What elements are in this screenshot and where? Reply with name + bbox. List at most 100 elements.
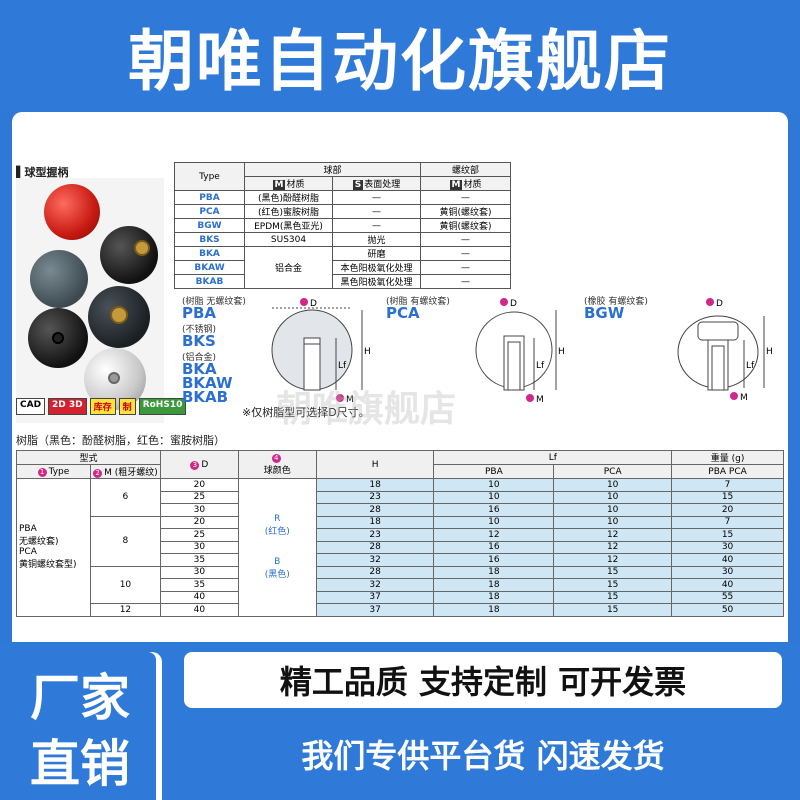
dims-m-cell: 8 [89, 515, 161, 567]
store-title: 朝唯自动化旗舰店 [128, 23, 672, 100]
dims-h-cell: 32 [315, 553, 435, 567]
dims-header-lf-pba: PBA [433, 464, 555, 479]
dims-weight-cell: 40 [671, 553, 784, 567]
svg-text:H: H [558, 347, 565, 357]
dims-d-cell: 20 [159, 515, 239, 529]
dims-lf-pca-cell: 10 [553, 478, 673, 492]
store-banner: 朝唯自动化旗舰店 [0, 0, 800, 112]
diagram-resin-insert: (树脂 有螺纹套) PCA H Lf D M [386, 297, 565, 404]
dims-header-weight: 重量 (g) [671, 450, 784, 465]
dims-d-cell: 40 [159, 603, 239, 617]
knob-drawing-1: H Lf D M [271, 298, 371, 404]
red-ball-image [44, 184, 100, 240]
svg-text:H: H [364, 347, 371, 357]
dims-lf-pca-cell: 15 [553, 590, 673, 604]
svg-text:Lf: Lf [536, 361, 545, 371]
promo-footer: 厂家 直销 精工品质 支持定制 可开发票 我们专供平台货 闪速发货 [0, 642, 800, 800]
black-ball-image [28, 308, 88, 368]
grey-ball-image [30, 250, 88, 308]
spec-row: BKA 铝合金 研磨 — [174, 246, 511, 289]
dims-lf-pba-cell: 16 [433, 553, 555, 567]
badge-line-1: 厂家 [30, 669, 130, 727]
stock-tag: 库存 [89, 398, 116, 415]
svg-text:H: H [766, 347, 773, 357]
spec-header-thread: 螺纹部 [420, 162, 511, 177]
dims-lf-pba-cell: 16 [433, 540, 555, 554]
catalog-panel: ▌球型握柄 CAD 2D 3D 库存 制 RoHS10 [12, 112, 788, 642]
resin-title: 树脂（黑色：酚醛树脂，红色：蜜胺树脂） [16, 434, 225, 447]
diagram-resin-no-insert: (树脂 无螺纹套) PBA (不锈钢) BKS (铝合金) BKA BKAW B… [182, 294, 378, 405]
slogan-shipping: 我们专供平台货 闪速发货 [301, 737, 665, 775]
dims-color-cell: R (红色) B (黑色) [237, 478, 317, 617]
dims-lf-pba-cell: 10 [433, 515, 555, 529]
dims-weight-cell: 7 [671, 478, 784, 492]
dims-d-cell: 35 [159, 578, 239, 592]
dims-weight-cell: 55 [671, 590, 784, 604]
knob-drawing-2: H Lf D M [475, 298, 565, 404]
svg-text:M: M [740, 393, 748, 403]
dims-header-h: H [315, 450, 435, 479]
dims-m-cell: 12 [89, 603, 161, 617]
dims-lf-pba-cell: 12 [433, 528, 555, 542]
dims-weight-cell: 7 [671, 515, 784, 529]
dims-h-cell: 18 [315, 478, 435, 492]
spec-row: BKAW 本色阳极氧化处理 — [174, 260, 511, 275]
dims-m-cell: 10 [89, 565, 161, 604]
dims-type-cell: PBA 无螺纹套) PCA 黄铜螺纹套型) [16, 478, 91, 617]
dims-h-cell: 32 [315, 578, 435, 592]
made-tag: 制 [118, 398, 136, 415]
dims-header-model: 型式 [16, 450, 161, 465]
dims-weight-cell: 15 [671, 528, 784, 542]
dims-lf-pba-cell: 18 [433, 603, 555, 617]
dims-header-lf-pca: PCA [553, 464, 673, 479]
size-note: ※仅树脂型可选择D尺寸。 [242, 406, 370, 419]
dims-h-cell: 37 [315, 590, 435, 604]
svg-text:M: M [346, 395, 354, 404]
badge-line-2: 直销 [30, 735, 130, 793]
dims-h-cell: 28 [315, 540, 435, 554]
dims-d-cell: 30 [159, 565, 239, 579]
dims-header-weight-sub: PBA PCA [671, 464, 784, 479]
dark-ball-threaded-image [88, 286, 150, 348]
dims-h-cell: 28 [315, 565, 435, 579]
dims-lf-pca-cell: 15 [553, 603, 673, 617]
dims-weight-cell: 30 [671, 540, 784, 554]
dims-lf-pca-cell: 15 [553, 565, 673, 579]
spec-row: BGW EPDM(黑色亚光) — 黄铜(螺纹套) [174, 218, 511, 233]
dims-lf-pba-cell: 18 [433, 590, 555, 604]
svg-text:D: D [510, 299, 517, 309]
dims-h-cell: 37 [315, 603, 435, 617]
dims-lf-pba-cell: 10 [433, 490, 555, 504]
2d3d-tag: 2D 3D [48, 398, 87, 415]
spec-row: PCA (红色)蜜胺树脂 — 黄铜(螺纹套) [174, 204, 511, 219]
spec-row: BKS SUS304 抛光 — [174, 232, 511, 247]
product-photo [16, 178, 164, 423]
dims-weight-cell: 40 [671, 578, 784, 592]
spec-header-ball: 球部 [244, 162, 421, 177]
dims-header-lf: Lf [433, 450, 673, 465]
spec-row: PBA (黑色)酚醛树脂 — — [174, 190, 511, 205]
rohs-tag: RoHS10 [138, 398, 187, 415]
dims-d-cell: 30 [159, 503, 239, 517]
spec-header-type: Type [174, 162, 245, 191]
black-ball-threaded-image [100, 226, 158, 284]
dims-d-cell: 20 [159, 478, 239, 492]
watermark: 朝唯旗舰店 [276, 389, 457, 430]
dims-weight-cell: 50 [671, 603, 784, 617]
dims-lf-pba-cell: 10 [433, 478, 555, 492]
dims-d-cell: 40 [159, 590, 239, 604]
